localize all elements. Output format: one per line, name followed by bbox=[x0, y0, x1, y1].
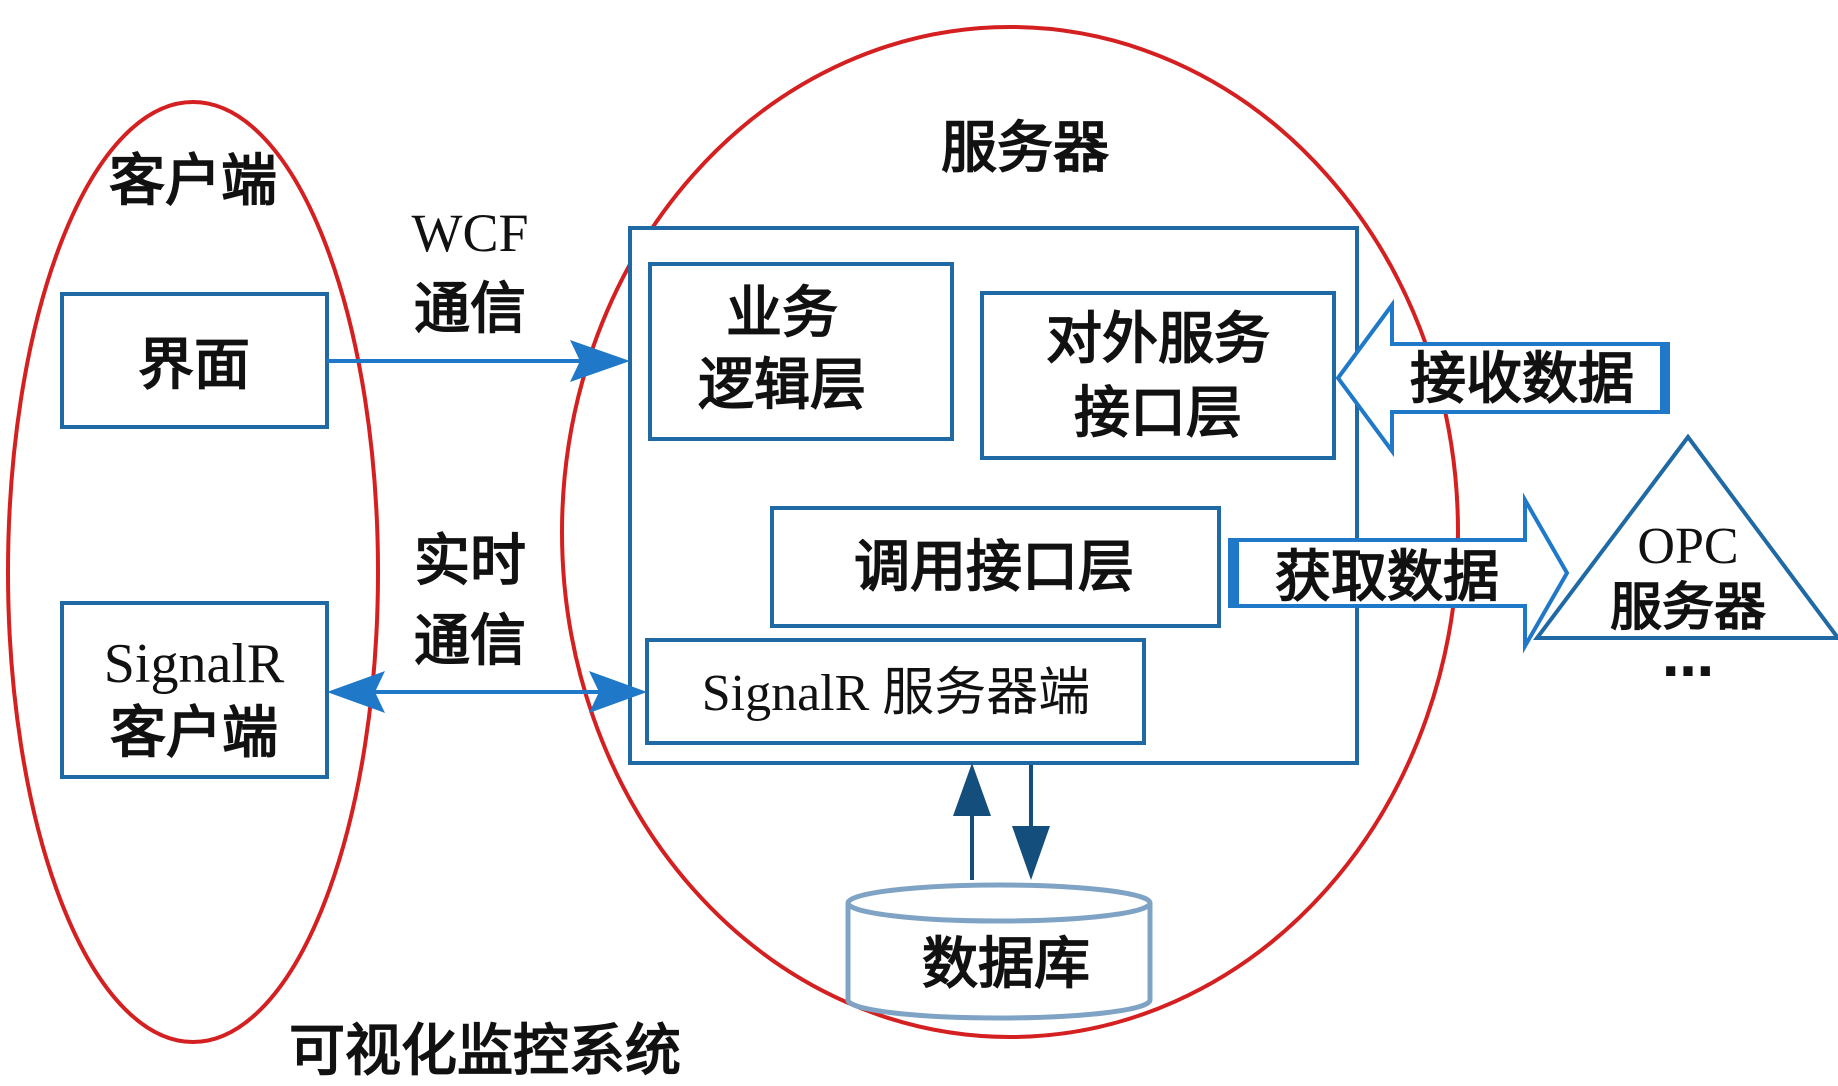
signalr-server-label: SignalR 服务器端 bbox=[702, 665, 1091, 722]
realtime-label-line2: 通信 bbox=[414, 609, 526, 674]
ui-box bbox=[60, 292, 329, 429]
external-service-box bbox=[980, 291, 1336, 460]
receive-data-label: 接收数据 bbox=[1410, 347, 1634, 412]
invoke-interface-label: 调用接口层 bbox=[854, 535, 1134, 600]
opc-label-line1: OPC bbox=[1637, 518, 1738, 575]
database-cylinder-body bbox=[845, 903, 1153, 1021]
db-down-arrow-head bbox=[1012, 826, 1050, 880]
external-service-label-line1: 对外服务 bbox=[1046, 307, 1270, 372]
realtime-arrow-head-right bbox=[589, 671, 647, 713]
business-logic-box bbox=[648, 262, 954, 441]
get-data-arrow bbox=[1228, 492, 1570, 654]
external-service-label-line2: 接口层 bbox=[1074, 381, 1242, 446]
wcf-label-line2: 通信 bbox=[414, 277, 526, 342]
signalr-client-box bbox=[60, 601, 329, 779]
opc-label-line2: 服务器 bbox=[1610, 578, 1767, 638]
server-ellipse bbox=[560, 25, 1460, 1039]
database-cylinder-top bbox=[845, 882, 1153, 924]
database-label: 数据库 bbox=[922, 932, 1090, 997]
invoke-interface-box bbox=[770, 506, 1221, 628]
client-title: 客户端 bbox=[109, 149, 277, 214]
wcf-label-line1: WCF bbox=[411, 203, 528, 263]
db-up-arrow-head bbox=[953, 763, 991, 816]
business-logic-label-line1: 业务 bbox=[726, 281, 838, 346]
signalr-client-label-line2: 客户端 bbox=[110, 701, 278, 766]
signalr-client-label-line1: SignalR bbox=[104, 633, 285, 695]
get-data-label: 获取数据 bbox=[1275, 545, 1499, 610]
wcf-arrow-head bbox=[570, 340, 630, 382]
client-ellipse bbox=[6, 100, 380, 1044]
realtime-label-line1: 实时 bbox=[414, 529, 526, 594]
business-logic-label-line2: 逻辑层 bbox=[698, 353, 866, 418]
realtime-arrow-head-left bbox=[327, 671, 385, 713]
ui-box-label: 界面 bbox=[138, 333, 250, 398]
server-title: 服务器 bbox=[941, 116, 1110, 181]
system-label: 可视化监控系统 bbox=[289, 1019, 681, 1084]
signalr-server-box bbox=[645, 638, 1146, 745]
opc-server-triangle bbox=[1532, 433, 1838, 640]
opc-more: … bbox=[1662, 629, 1714, 689]
